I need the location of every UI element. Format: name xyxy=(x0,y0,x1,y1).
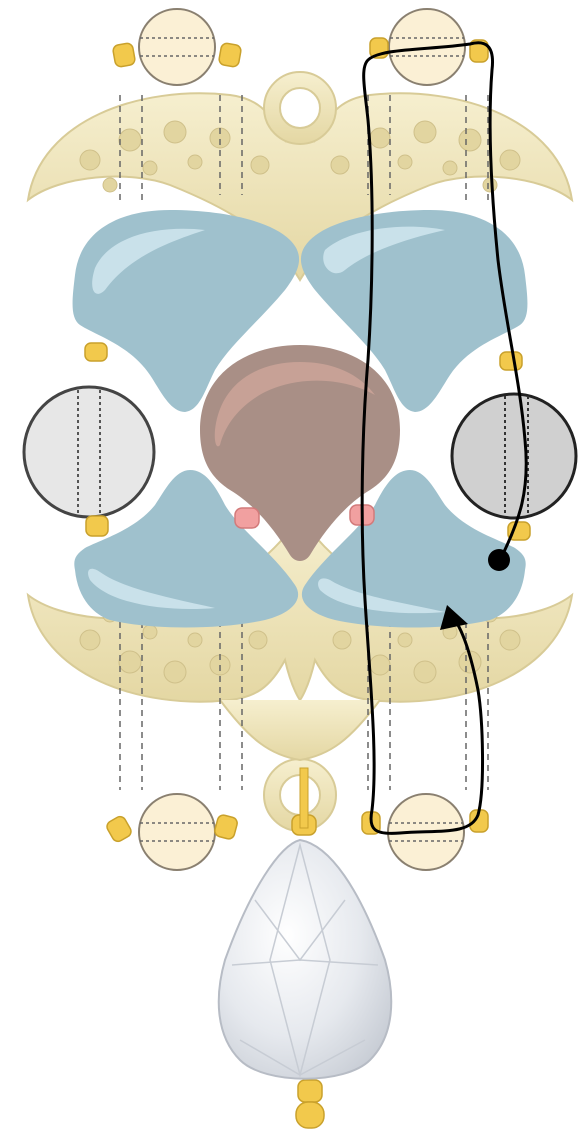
seed-bead xyxy=(296,1102,324,1128)
seed-bead xyxy=(86,516,108,536)
seed-bead xyxy=(112,42,136,67)
seed-bead xyxy=(218,42,242,67)
seed-bead xyxy=(500,352,522,370)
seed-bead xyxy=(213,814,238,840)
round-bead-left xyxy=(24,387,154,517)
seed-bead xyxy=(105,814,133,843)
pink-bead xyxy=(235,508,259,528)
cream-bead-top-left xyxy=(139,9,215,85)
round-bead-right xyxy=(452,394,576,518)
cream-bead-bottom-left xyxy=(139,794,215,870)
black-dot-start-icon xyxy=(488,549,510,571)
seed-bead xyxy=(298,1080,322,1102)
seed-bead xyxy=(85,343,107,361)
